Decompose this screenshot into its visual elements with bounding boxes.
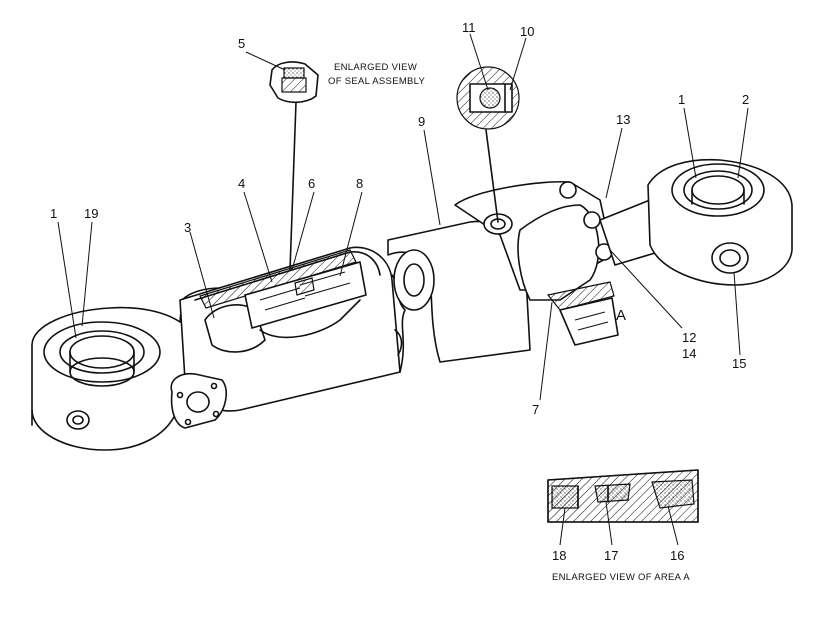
- callout-14: 14: [682, 346, 696, 361]
- callout-area-a: A: [616, 307, 626, 324]
- callout-11: 11: [462, 20, 476, 35]
- callout-5: 5: [238, 36, 245, 51]
- area-a-inset: [547, 469, 699, 523]
- seal-caption-line2: OF SEAL ASSEMBLY: [328, 76, 426, 87]
- callout-1-right: 1: [678, 92, 685, 107]
- callout-6: 6: [308, 176, 315, 191]
- callout-9: 9: [418, 114, 425, 129]
- cylinder-barrel: [170, 246, 406, 429]
- callout-7: 7: [532, 402, 539, 417]
- callout-12: 12: [682, 330, 696, 345]
- ring-section-inset: [456, 66, 520, 223]
- callout-16: 16: [670, 548, 684, 563]
- captions: ENLARGED VIEW OF SEAL ASSEMBLY ENLARGED …: [328, 62, 690, 583]
- callout-10: 10: [520, 24, 534, 39]
- callout-3: 3: [184, 220, 191, 235]
- callout-2: 2: [742, 92, 749, 107]
- callout-15: 15: [732, 356, 746, 371]
- rod-end-gland: [454, 180, 619, 346]
- callout-1-left: 1: [50, 206, 57, 221]
- seal-assembly-inset: [269, 61, 319, 271]
- callout-numbers: 1 19 3 4 5 6 8 9 11 10 13 1 2 7 12 14 15…: [50, 20, 749, 563]
- piston-rod-section: [387, 220, 531, 363]
- callout-13: 13: [616, 112, 630, 127]
- callout-19: 19: [84, 206, 98, 221]
- area-a-caption: ENLARGED VIEW OF AREA A: [552, 572, 690, 583]
- callout-18: 18: [552, 548, 566, 563]
- seal-caption-line1: ENLARGED VIEW: [334, 62, 417, 73]
- callout-4: 4: [238, 176, 245, 191]
- callout-8: 8: [356, 176, 363, 191]
- callout-17: 17: [604, 548, 618, 563]
- leader-lines: [57, 33, 749, 546]
- right-rod-eye: [647, 158, 793, 286]
